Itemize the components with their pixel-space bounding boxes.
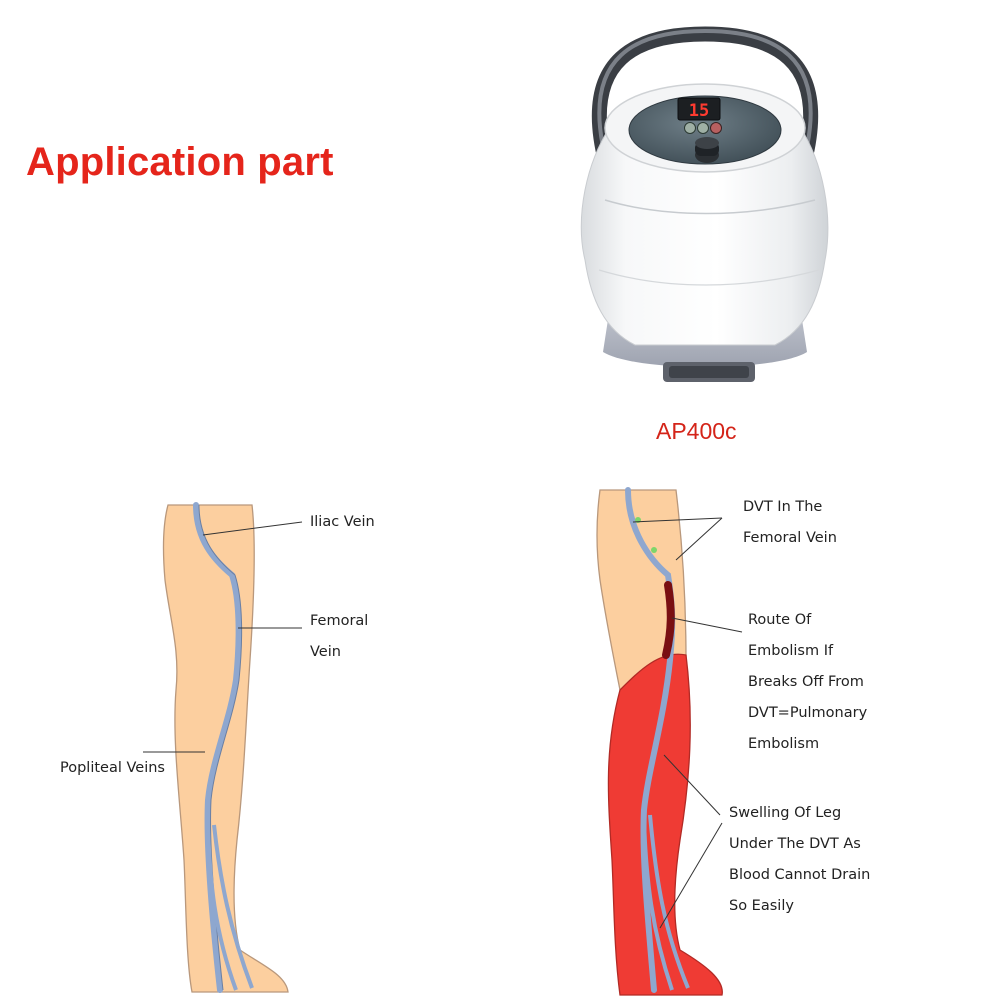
pointer-dvt-b [675, 517, 723, 561]
healthy-leg [143, 502, 303, 993]
pointer-swelling-b [659, 822, 723, 929]
leg-vein-diagram [143, 487, 743, 996]
device-body [580, 119, 829, 346]
pointer-swelling-a [663, 754, 721, 816]
device-caption: AP400c [656, 418, 737, 444]
label-iliac-vein: Iliac Vein [310, 514, 375, 530]
pointer-iliac [202, 521, 303, 536]
dvt-clot [662, 581, 675, 659]
display-readout: 15 [689, 101, 709, 121]
dvt-leg [596, 487, 743, 996]
pointer-dvt-a [632, 517, 723, 523]
pointer-route [671, 617, 743, 633]
healthy-leg-shape [162, 504, 289, 993]
label-leg-swelling: Swelling Of Leg Under The DVT As Blood C… [729, 805, 871, 914]
dvt-vein [625, 487, 676, 993]
ap400c-device-image: 15 [580, 26, 829, 382]
label-embolism-route: Route Of Embolism If Breaks Off From DVT… [748, 612, 868, 752]
page-title: Application part [26, 140, 334, 184]
dvt-swollen-leg-shape [607, 653, 723, 996]
label-femoral-vein: Femoral Vein [310, 613, 369, 660]
label-dvt-femoral: DVT In The Femoral Vein [743, 499, 837, 546]
label-popliteal-veins: Popliteal Veins [60, 760, 165, 776]
dvt-thigh-shape [596, 489, 687, 691]
